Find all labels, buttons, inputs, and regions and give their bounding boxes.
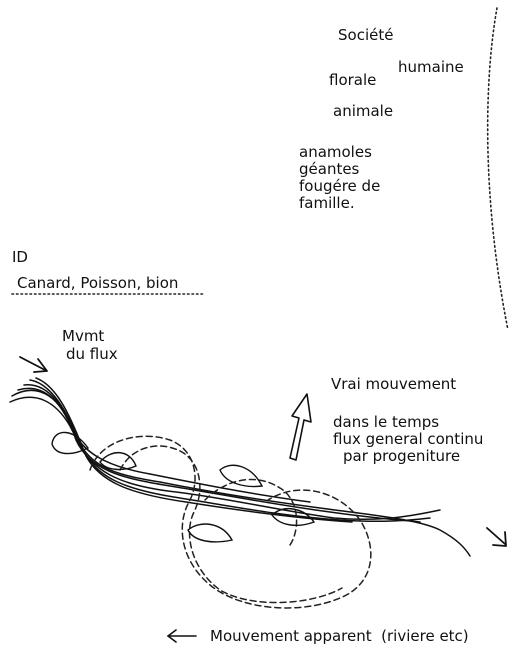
flow-loops (90, 436, 371, 608)
true-movement-title: Vrai mouvement (331, 375, 456, 393)
anomalies-line-2: géantes (299, 161, 380, 178)
true-movement-line-3: par progeniture (333, 448, 483, 465)
flux-arrow-icon (20, 357, 47, 372)
id-title: ID (12, 248, 28, 266)
label-humaine: humaine (398, 58, 464, 76)
anomalies-line-1: anamoles (299, 144, 380, 161)
anomalies-line-3: fougére de (299, 178, 380, 195)
flow-label-line-1: Mvmt (62, 327, 118, 345)
dotted-boundary-arc (488, 8, 508, 330)
true-movement-line-2: flux general continu (333, 431, 483, 448)
label-florale: florale (329, 71, 376, 89)
label-animale: animale (333, 102, 393, 120)
apparent-movement-label: Mouvement apparent (riviere etc) (210, 627, 469, 645)
flow-label: Mvmt du flux (62, 327, 118, 363)
flow-label-line-2: du flux (62, 345, 118, 363)
true-movement-line-1: dans le temps (333, 414, 483, 431)
id-examples: Canard, Poisson, bion (17, 274, 178, 292)
anomalies-block: anamoles géantes fougére de famille. (299, 144, 380, 212)
true-movement-desc: dans le temps flux general continu par p… (333, 414, 483, 465)
right-arrow-icon (487, 528, 506, 546)
label-societe: Société (338, 26, 393, 44)
anomalies-line-4: famille. (299, 195, 380, 212)
up-arrow-icon (290, 394, 311, 460)
flow-strands (10, 378, 470, 556)
left-arrow-icon (168, 630, 196, 642)
